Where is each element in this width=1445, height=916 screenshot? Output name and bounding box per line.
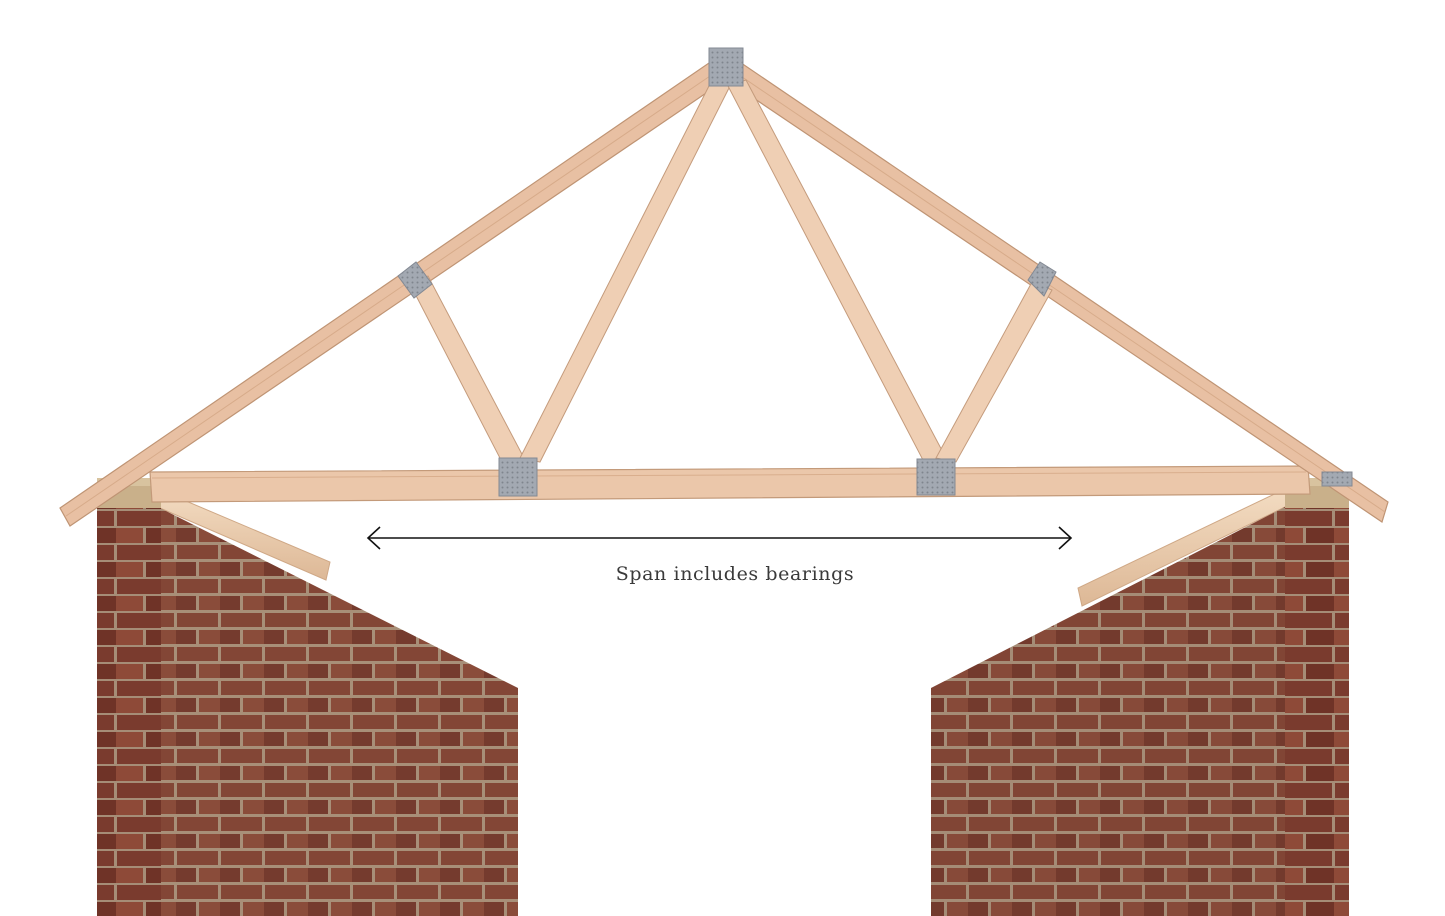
right-top-chord [711, 51, 1389, 523]
left-top-chord [59, 51, 741, 527]
right-wall-front-face [1285, 506, 1349, 916]
right-heel-plate [1321, 471, 1353, 487]
roof-truss [59, 47, 1389, 527]
left-bottom-plate [498, 457, 538, 497]
apex-plate [708, 47, 744, 87]
left-wall-front-face [97, 506, 161, 916]
right-brick-wall [931, 478, 1349, 916]
span-caption: Span includes bearings [615, 563, 855, 585]
web-left-outer [409, 275, 525, 463]
left-top-plate [397, 261, 433, 299]
web-right-outer [935, 281, 1053, 463]
bottom-chord [149, 465, 1311, 503]
span-arrow [366, 526, 1073, 550]
right-top-plate [1027, 261, 1057, 297]
right-bottom-plate [916, 458, 956, 496]
left-brick-wall [97, 478, 518, 916]
